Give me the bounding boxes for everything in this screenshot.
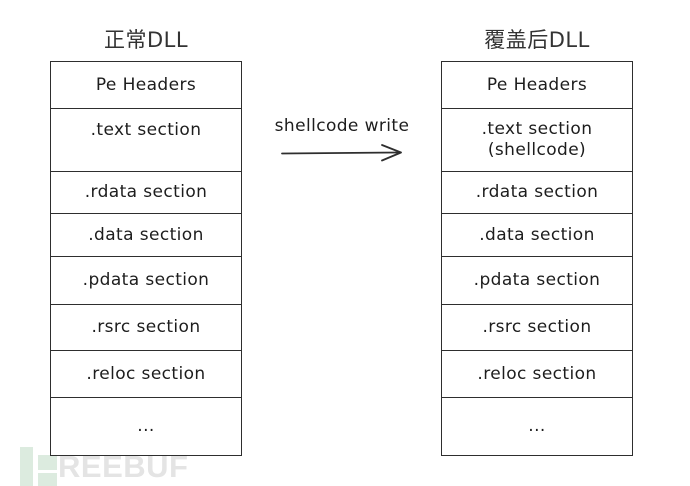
shellcode-write-label: shellcode write — [274, 116, 410, 136]
normal-dll-box: Pe Headers .text section .rdata section .da… — [50, 61, 242, 456]
dll-section-row: ... — [51, 397, 241, 455]
section-label: Pe Headers — [486, 74, 588, 95]
section-label: .text section — [90, 119, 202, 140]
dll-section-row: Pe Headers — [442, 62, 632, 108]
dll-section-row: .text section(shellcode) — [442, 108, 632, 171]
section-label: .reloc section — [477, 363, 597, 384]
freebuf-logo-icon — [20, 447, 33, 486]
section-label: .rsrc section — [482, 317, 592, 337]
dll-section-row: .rsrc section — [442, 304, 632, 350]
freebuf-logo-icon — [38, 473, 57, 486]
dll-section-row: .pdata section — [51, 256, 241, 304]
section-label: .reloc section — [86, 363, 206, 384]
section-label: .pdata section — [473, 270, 601, 290]
left-dll-title: 正常DLL — [103, 28, 189, 52]
section-label: .rdata section — [84, 182, 208, 202]
dll-section-row: ... — [442, 397, 632, 455]
dll-section-row: .data section — [51, 213, 241, 256]
section-label: .data section — [88, 224, 204, 245]
dll-section-row: .text section — [51, 108, 241, 171]
shellcode-write-arrow-group: shellcode write — [262, 116, 422, 163]
section-label: Pe Headers — [95, 74, 197, 95]
section-label: .data section — [479, 224, 595, 245]
dll-section-row: .pdata section — [442, 256, 632, 304]
dll-section-row: .data section — [442, 213, 632, 256]
right-dll-title: 覆盖后DLL — [484, 28, 590, 52]
section-label: .rsrc section — [91, 317, 201, 337]
dll-section-row: Pe Headers — [51, 62, 241, 108]
dll-section-row: .rdata section — [51, 171, 241, 213]
dll-section-row: .rdata section — [442, 171, 632, 213]
section-label: .text section — [481, 119, 593, 139]
overwritten-dll-box: Pe Headers .text section(shellcode) .rdata… — [441, 61, 633, 456]
section-label: (shellcode) — [487, 140, 587, 160]
dll-section-row: .rsrc section — [51, 304, 241, 350]
section-label: .rdata section — [475, 182, 599, 202]
section-label: ... — [137, 416, 155, 436]
section-label: .pdata section — [82, 270, 210, 290]
dll-section-row: .reloc section — [442, 350, 632, 397]
dll-section-row: .reloc section — [51, 350, 241, 397]
right-arrow-icon — [281, 144, 402, 162]
freebuf-logo-icon — [38, 455, 57, 470]
section-label: ... — [528, 416, 546, 436]
